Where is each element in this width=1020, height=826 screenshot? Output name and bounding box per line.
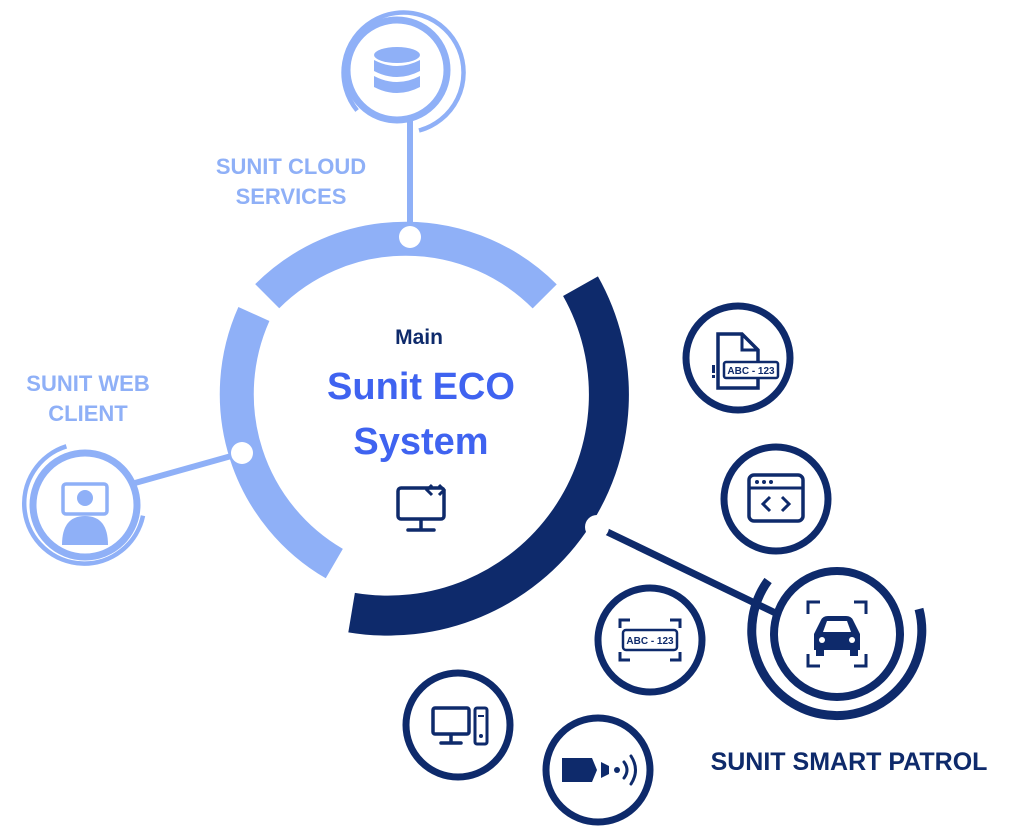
monitor-code-icon — [396, 483, 447, 532]
user-monitor-icon — [61, 482, 109, 545]
browser-code-icon — [747, 473, 805, 523]
desktop-computer-icon — [431, 706, 489, 746]
ring-arc-left — [219, 307, 344, 579]
satellite-license-plate[interactable]: ABC - 123 — [594, 584, 706, 696]
satellite-desktop[interactable] — [402, 669, 514, 781]
web-node-outer-arc — [21, 444, 146, 566]
ring-arc-top — [255, 221, 557, 309]
satellite-browser-code[interactable] — [720, 443, 832, 555]
car-scan-icon — [806, 600, 868, 668]
center-title-line2: System — [353, 421, 488, 463]
license-plate-scan-icon: ABC - 123 — [618, 618, 682, 662]
smart-patrol-node[interactable] — [747, 567, 927, 721]
satellite-plate-document[interactable]: ABC - 123 — [682, 302, 794, 414]
patrol-label: SUNIT SMART PATROL — [711, 748, 988, 776]
plate-document-alert-icon: ABC - 123 — [712, 332, 780, 390]
cloud-label-line1: SUNIT CLOUD — [216, 154, 366, 179]
patrol-node-outer-arc — [747, 577, 927, 721]
web-client-node[interactable] — [21, 444, 146, 566]
satellite-camera[interactable] — [542, 714, 654, 826]
web-label-line2: CLIENT — [48, 401, 128, 426]
plate-text: ABC - 123 — [727, 366, 775, 377]
center-kicker: Main — [395, 326, 443, 349]
satellite-circle — [542, 714, 654, 826]
satellite-circle — [682, 302, 794, 414]
patrol-ring-dot — [585, 515, 609, 539]
cloud-label-line2: SERVICES — [236, 184, 347, 209]
cloud-services-node[interactable] — [341, 10, 466, 133]
database-icon — [374, 47, 420, 93]
web-label-line1: SUNIT WEB — [26, 371, 149, 396]
plate-text: ABC - 123 — [626, 636, 674, 647]
web-connector-line — [134, 450, 243, 486]
satellite-circle — [720, 443, 832, 555]
camera-signal-icon — [562, 754, 637, 786]
ring-arc-dark — [348, 276, 629, 636]
center-title-line1: Sunit ECO — [327, 366, 515, 408]
cloud-ring-dot — [399, 226, 421, 248]
web-ring-dot — [231, 442, 253, 464]
satellite-circle — [402, 669, 514, 781]
